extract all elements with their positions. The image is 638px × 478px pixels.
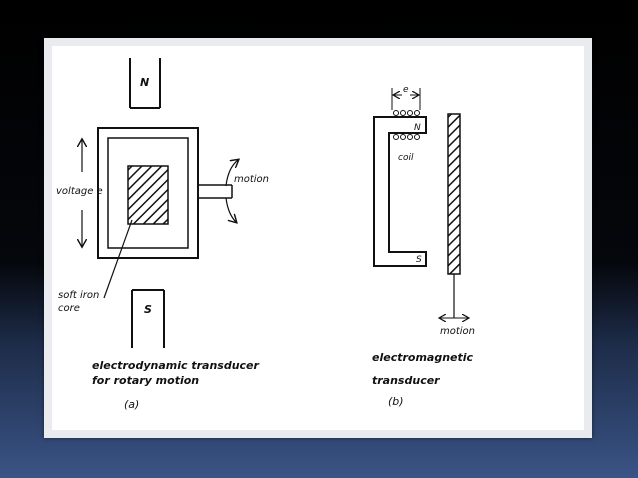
coil-bottom [393,134,420,140]
slide-frame [44,38,592,438]
c-magnet-core [373,116,427,267]
rotary-shaft [198,184,233,199]
caption-b-letter: (b) [388,395,404,408]
diagram-a: N S motion voltage e soft iron core elec… [56,58,269,411]
caption-b-line1: electromagnetic [372,351,474,364]
soft-iron-label: soft iron [58,290,99,301]
e-label: e [403,85,409,95]
south-pole-label-b: S [416,255,422,265]
caption-b-line2: transducer [372,374,440,387]
coil-top [393,110,420,116]
slide-content [52,46,584,430]
diagram-b: N S coil e motion electromagnetic transd… [372,85,475,408]
north-pole-label-b: N [414,123,421,133]
voltage-label: voltage e [56,186,103,197]
armature-bar [447,113,461,275]
motion-label-b: motion [440,326,475,337]
caption-a-letter: (a) [124,398,139,411]
rotation-arrow-up [225,160,238,187]
hatched-core [127,165,169,225]
motion-label-a: motion [234,174,269,185]
coil-label: coil [398,153,414,163]
north-pole-label: N [140,76,149,89]
rotation-arrow-down [225,197,236,222]
core-leader-line [103,219,133,299]
core-label: core [58,303,80,314]
outer-frame [97,127,199,259]
caption-a-line1: electrodynamic transducer [92,359,260,372]
inner-frame [107,137,189,249]
south-pole-piece [131,289,165,348]
north-pole-piece [129,58,161,109]
south-pole-label: S [144,303,152,316]
caption-a-line2: for rotary motion [92,374,199,387]
